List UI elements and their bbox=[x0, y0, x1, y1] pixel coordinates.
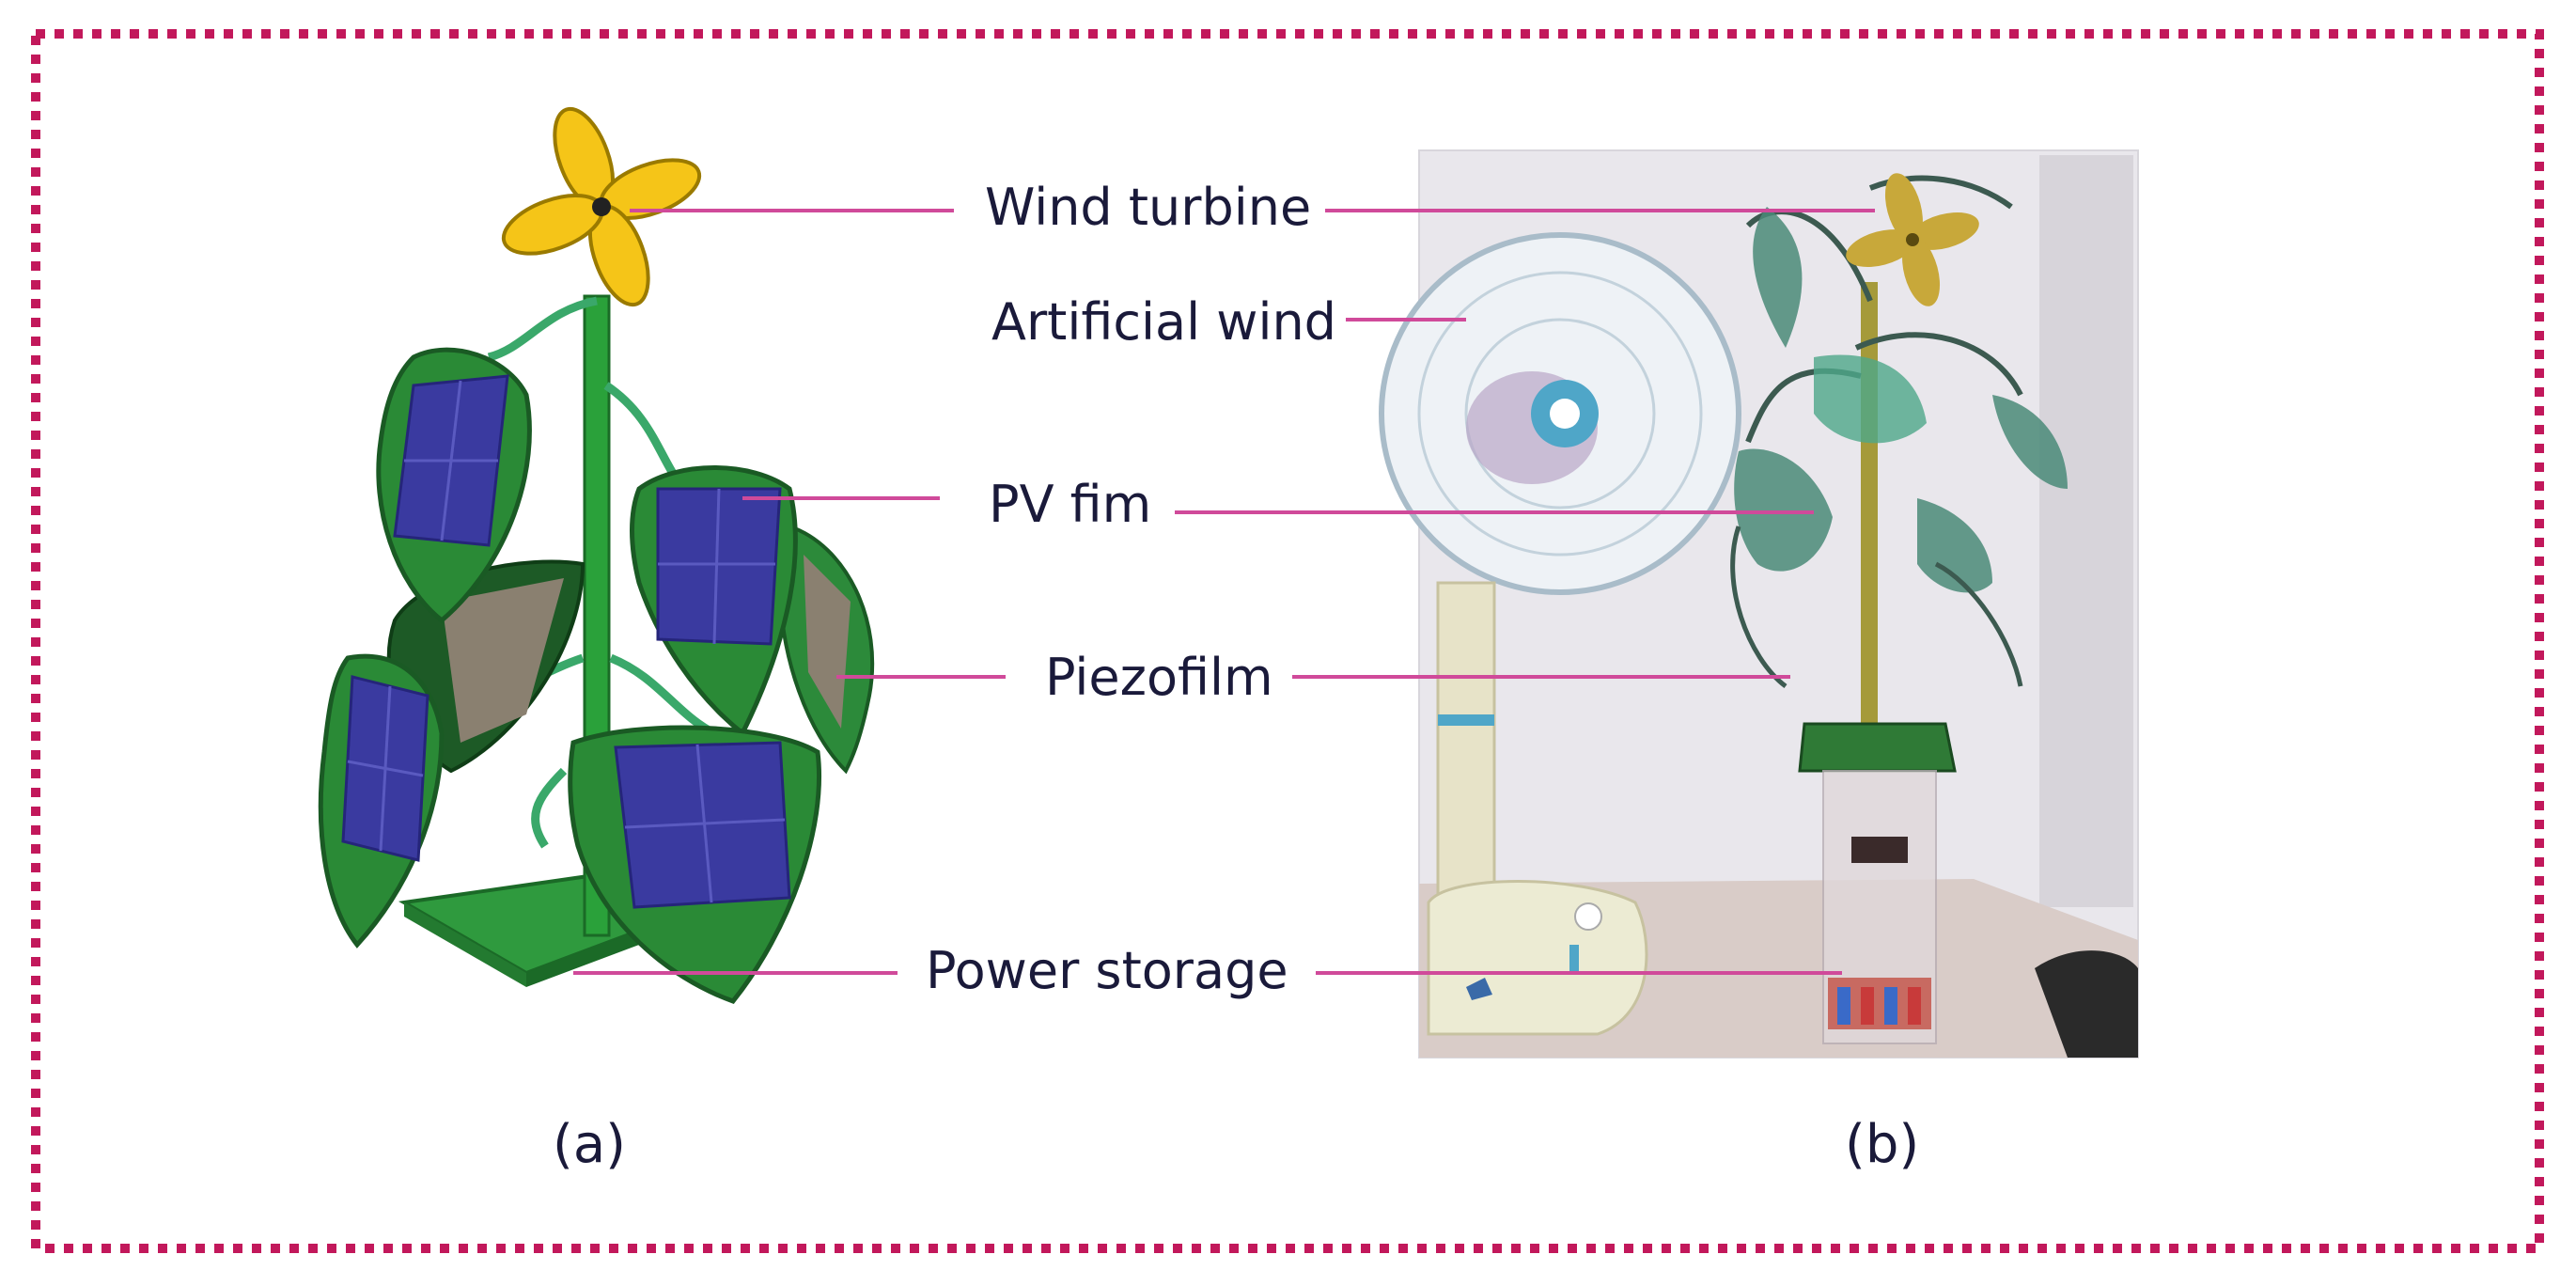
label-pv-film: PV fim bbox=[989, 475, 1152, 534]
label-wind-turbine: Wind turbine bbox=[985, 178, 1312, 237]
photo-fan bbox=[1379, 232, 1741, 1036]
caption-b: (b) bbox=[1845, 1114, 1920, 1175]
pv-panel-2 bbox=[656, 487, 782, 646]
turbine-illustration bbox=[501, 106, 702, 307]
label-piezofilm: Piezofilm bbox=[1045, 648, 1273, 707]
label-power-storage: Power storage bbox=[926, 941, 1288, 1000]
photo-prototype bbox=[1379, 149, 2139, 1059]
dotted-border bbox=[31, 29, 2544, 1253]
label-artificial-wind: Artificial wind bbox=[991, 292, 1336, 352]
photo-tree bbox=[1730, 173, 2068, 1044]
leader-lines bbox=[573, 209, 1875, 975]
illustration-plant bbox=[318, 106, 875, 1004]
caption-a: (a) bbox=[553, 1114, 627, 1175]
